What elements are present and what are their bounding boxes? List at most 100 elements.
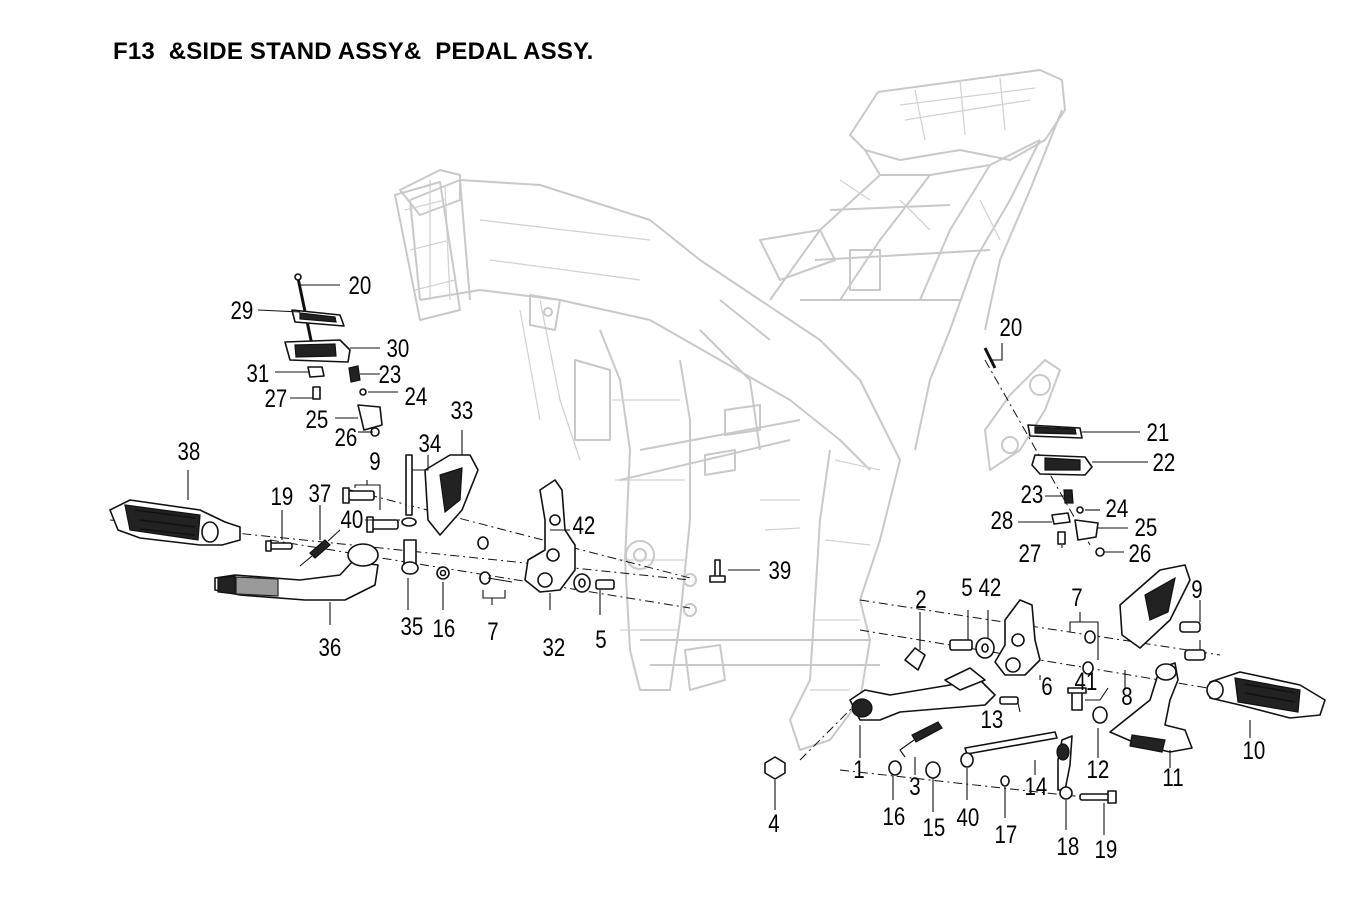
- bolt-19-right: [1079, 790, 1117, 804]
- brake-pedal-36: [214, 561, 379, 601]
- callout-28: 28: [991, 506, 1014, 534]
- callout-42-left: 42: [573, 511, 596, 539]
- callout-33: 33: [451, 396, 474, 424]
- plate-28: [1051, 512, 1071, 525]
- callout-13: 13: [981, 705, 1004, 733]
- callout-25-right: 25: [1135, 513, 1158, 541]
- callout-40-left: 40: [341, 505, 364, 533]
- bolts-9-left: [342, 487, 399, 533]
- callout-14: 14: [1025, 772, 1048, 800]
- heel-guard-8: [1119, 564, 1191, 649]
- ball-24-right: [1076, 506, 1084, 514]
- side-stand-1: [849, 667, 996, 721]
- pin-34: [405, 454, 413, 516]
- footpeg-30: [284, 339, 351, 363]
- callout-3: 3: [909, 772, 920, 800]
- callout-16-right: 16: [883, 802, 906, 830]
- page-title: F13 &SIDE STAND ASSY& PEDAL ASSY.: [113, 38, 594, 65]
- callout-2: 2: [915, 585, 926, 613]
- footpeg-22: [1031, 454, 1093, 476]
- bolt-41: [1067, 687, 1087, 711]
- callout-9-left: 9: [369, 447, 380, 475]
- callout-27-left: 27: [265, 384, 288, 412]
- callout-6: 6: [1041, 672, 1052, 700]
- washer-42-left: [573, 573, 591, 593]
- spring-23-left: [348, 365, 361, 383]
- callout-11: 11: [1162, 763, 1183, 791]
- bushing-35: [401, 539, 419, 575]
- callout-labels: 20 29 30 31 23 27 24 25 26 33 34 38 9 19…: [178, 271, 1266, 863]
- bolt-7-left: [477, 536, 513, 585]
- footpeg-10: [1206, 671, 1326, 719]
- callout-27-right: 27: [1019, 539, 1042, 567]
- nut-17: [1000, 775, 1010, 787]
- callout-15: 15: [923, 813, 946, 841]
- pin-20-right: [983, 347, 997, 369]
- frame-outline: [394, 69, 1066, 751]
- ball-24-left: [359, 388, 367, 396]
- footpeg-rubber-29: [291, 309, 345, 327]
- callout-30: 30: [387, 334, 410, 362]
- arm-14: [1056, 735, 1073, 791]
- bolt-5-left: [595, 579, 615, 590]
- footpeg-38: [109, 499, 241, 546]
- bolts-9-right: [1179, 621, 1206, 661]
- bolt-27-right: [1057, 531, 1066, 545]
- bolt-27-left: [312, 386, 321, 400]
- callout-24-right: 24: [1106, 494, 1129, 522]
- spring-3: [899, 721, 943, 758]
- callout-5-left: 5: [595, 625, 606, 653]
- callout-20-left: 20: [349, 271, 372, 299]
- washer-15: [925, 761, 941, 779]
- bracket-32: [524, 479, 576, 593]
- callout-19-right: 19: [1095, 835, 1118, 863]
- callout-18: 18: [1057, 832, 1080, 860]
- shaft-14: [964, 731, 1058, 755]
- callout-40-right: 40: [957, 803, 980, 831]
- callout-42-right: 42: [979, 573, 1002, 601]
- callout-4: 4: [768, 809, 780, 837]
- callout-37: 37: [309, 479, 332, 507]
- callout-34: 34: [419, 429, 442, 457]
- callout-7-right: 7: [1071, 583, 1082, 611]
- callout-20-right: 20: [1000, 313, 1023, 341]
- spring-37: [299, 529, 341, 567]
- washer-25-right: [1074, 519, 1099, 541]
- nut-16-left: [436, 566, 450, 580]
- callout-1: 1: [853, 755, 864, 783]
- callout-24-left: 24: [405, 382, 428, 410]
- callout-10: 10: [1243, 736, 1266, 764]
- bolt-5-right: [949, 639, 973, 651]
- washer-25-left: [357, 404, 383, 431]
- callout-17: 17: [995, 820, 1018, 848]
- bolt-19-left: [265, 540, 293, 552]
- callout-22: 22: [1153, 448, 1176, 476]
- pin-18: [1059, 786, 1073, 800]
- nut-4: [764, 756, 786, 780]
- plate-31: [307, 366, 325, 378]
- washer-40-left: [401, 517, 417, 527]
- washer-16-right: [888, 760, 902, 776]
- bracket-6: [994, 599, 1041, 676]
- gear-lever-11: [1109, 662, 1193, 753]
- callout-21: 21: [1147, 418, 1170, 446]
- callout-36: 36: [319, 633, 342, 661]
- callout-32: 32: [543, 633, 566, 661]
- callout-23-left: 23: [379, 360, 402, 388]
- callout-7-left: 7: [487, 617, 498, 645]
- bolt-13: [999, 696, 1019, 705]
- washer-42-right: [975, 637, 995, 659]
- callout-8: 8: [1121, 682, 1132, 710]
- bolts-7-right: [1082, 630, 1096, 675]
- bolt-39: [709, 559, 726, 583]
- callout-26-left: 26: [335, 423, 358, 451]
- callout-12: 12: [1087, 755, 1110, 783]
- callout-39: 39: [769, 556, 792, 584]
- bolt-2: [904, 647, 926, 671]
- callout-26-right: 26: [1129, 539, 1152, 567]
- callout-35: 35: [401, 612, 424, 640]
- callout-29: 29: [231, 296, 254, 324]
- pivot-bushing-36: [347, 543, 379, 567]
- footpeg-rubber-21: [1027, 424, 1083, 439]
